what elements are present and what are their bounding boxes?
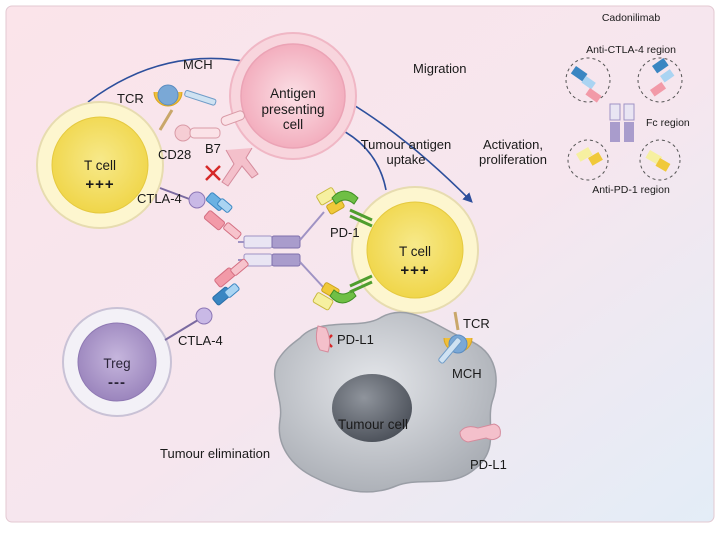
t-cell-right-name: T cell — [398, 244, 431, 259]
tumour-cell-name: Tumour cell — [337, 417, 409, 432]
t-cell-left-name: T cell — [83, 158, 116, 173]
cadonilimab-antibody — [203, 187, 345, 311]
pd1-receptor-lower — [329, 274, 373, 304]
pdl1-tumour-label: PD-L1 — [470, 457, 507, 472]
t-cell-left — [36, 101, 164, 229]
antigen-presenting-cell — [229, 32, 357, 160]
ctla4-left-label: CTLA-4 — [137, 191, 182, 206]
legend-fc-region: Fc region — [646, 117, 690, 129]
t-cell-right-status: +++ — [400, 262, 430, 279]
cd28-b7-complex — [174, 110, 259, 187]
pdl1-blocked-ligand — [315, 325, 331, 353]
ctla4-receptor-left — [159, 187, 206, 209]
cadonilimab-legend-diagram — [565, 57, 683, 181]
t-cell-left-status: +++ — [85, 176, 115, 193]
pdl1-ligand-tumour — [459, 423, 501, 443]
apc-name: Antigen presenting cell — [261, 86, 325, 133]
treg-name: Treg — [103, 356, 131, 371]
pdl1-blocked-label: PD-L1 — [337, 332, 374, 347]
activation-label: Activation, proliferation — [479, 137, 547, 167]
cd28-label: CD28 — [158, 147, 192, 162]
migration-label: Migration — [413, 61, 467, 76]
legend-anti-pd1-region: Anti-PD-1 region — [592, 184, 670, 196]
block-x-b7 — [205, 165, 221, 181]
ctla4-treg-label: CTLA-4 — [178, 333, 223, 348]
tcr-left-label: TCR — [117, 91, 144, 106]
pd1-label: PD-1 — [330, 225, 360, 240]
mch-left-label: MCH — [183, 57, 213, 72]
mch-right-label: MCH — [452, 366, 482, 381]
uptake-label: Tumour antigen uptake — [360, 137, 452, 167]
legend-title: Cadonilimab — [601, 12, 661, 24]
treg-status: --- — [108, 374, 126, 391]
tcr-mch-complex-left — [153, 84, 217, 131]
t-cell-right — [351, 186, 479, 314]
treg-cell — [62, 307, 172, 417]
b7-label: B7 — [205, 141, 221, 156]
tcr-mch-complex-right — [438, 311, 473, 364]
pd1-receptor-upper — [331, 190, 373, 228]
tcr-right-label: TCR — [463, 316, 490, 331]
elimination-label: Tumour elimination — [160, 446, 271, 461]
ctla4-receptor-treg — [164, 307, 213, 341]
legend-anti-ctla4-region: Anti-CTLA-4 region — [586, 44, 676, 56]
